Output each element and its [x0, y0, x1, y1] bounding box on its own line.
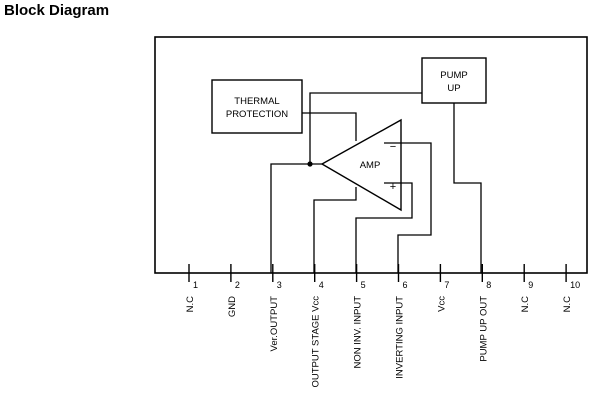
pin-8-name: PUMP UP OUT: [478, 296, 489, 362]
wire-pump-to-pin8: [453, 103, 482, 273]
pin-9-name: N.C: [520, 296, 531, 313]
pin-6-name: INVERTING INPUT: [395, 296, 406, 379]
pin-3-name: Ver.OUTPUT: [269, 296, 280, 352]
wire-node-to-pump: [309, 92, 422, 164]
wire-amp-out-to-pin3: [270, 163, 322, 273]
pin-7-name: Vcc: [436, 296, 447, 312]
pin-2-number: 2: [235, 280, 240, 290]
ic-outline: [154, 36, 588, 274]
pin-4-number: 4: [319, 280, 324, 290]
diagram-title: Block Diagram: [4, 2, 110, 19]
pin-5-name: NON INV. INPUT: [353, 296, 364, 369]
thermal-protection-block: [211, 79, 303, 134]
wire-pin6: [384, 142, 432, 273]
pin-9-number: 9: [528, 280, 533, 290]
pin-7-number: 7: [444, 280, 449, 290]
wire-thermal-to-amp: [302, 112, 357, 141]
amp-plus-sign: +: [390, 181, 396, 193]
amp-triangle: [320, 118, 402, 212]
pin-2-name: GND: [227, 296, 238, 317]
wiring: [270, 92, 482, 273]
pin-3-number: 3: [277, 280, 282, 290]
output-junction-dot: [307, 161, 313, 167]
pin-4-name: OUTPUT STAGE Vcc: [311, 296, 322, 388]
pin-1-number: 1: [193, 280, 198, 290]
pin-8-number: 8: [486, 280, 491, 290]
pin-1-name: N.C: [185, 296, 196, 313]
wire-pin4: [313, 187, 357, 273]
pin-5-number: 5: [361, 280, 366, 290]
pin-10-number: 10: [570, 280, 580, 290]
pump-up-label-2: UP: [447, 83, 460, 94]
pin-6-number: 6: [403, 280, 408, 290]
pin-10-name: N.C: [562, 296, 573, 313]
thermal-protection-label-2: PROTECTION: [226, 109, 288, 120]
wire-pin5: [355, 182, 413, 273]
amp-label: AMP: [360, 160, 381, 171]
pump-up-label-1: PUMP: [440, 70, 467, 81]
amp-minus-sign: −: [390, 141, 396, 153]
thermal-protection-label-1: THERMAL: [234, 96, 279, 107]
